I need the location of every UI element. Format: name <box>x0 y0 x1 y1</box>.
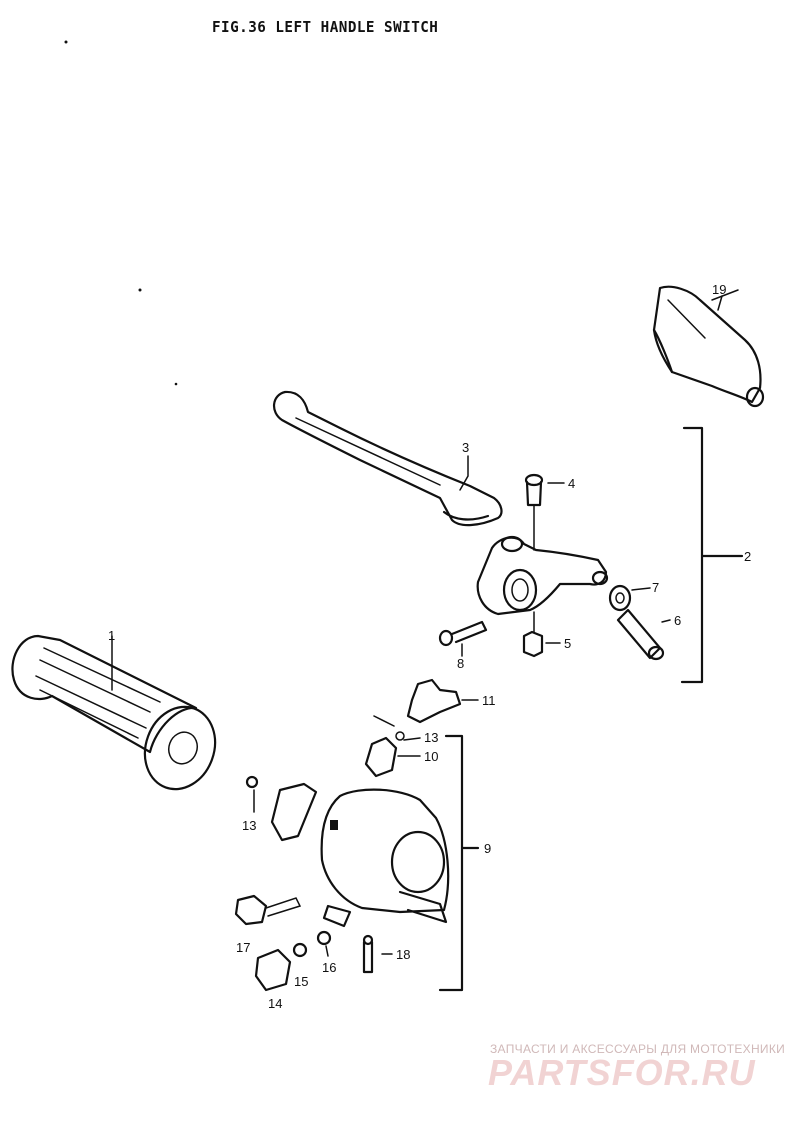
part-8-clamp-screw <box>438 620 488 647</box>
callout-13-upper: 13 <box>424 730 438 745</box>
part-17-connector <box>234 894 302 926</box>
callout-15: 15 <box>294 974 308 989</box>
callout-17: 17 <box>236 940 250 955</box>
watermark-tagline: ЗАПЧАСТИ И АКСЕССУАРЫ ДЛЯ МОТОТЕХНИКИ <box>490 1042 786 1056</box>
callout-2: 2 <box>744 549 751 564</box>
part-5-nut <box>522 611 544 658</box>
part-16-screw <box>316 930 332 957</box>
callout-7: 7 <box>652 580 659 595</box>
bracket-9 <box>438 734 480 992</box>
part-13-screw-upper <box>373 715 405 741</box>
specks <box>64 40 178 386</box>
callout-10: 10 <box>424 749 438 764</box>
callout-8: 8 <box>457 656 464 671</box>
callout-5: 5 <box>564 636 571 651</box>
callout-4: 4 <box>568 476 575 491</box>
part-13-clamp <box>245 775 318 842</box>
figure-title: FIG.36 LEFT HANDLE SWITCH <box>212 18 439 36</box>
part-6-adjuster-bolt <box>616 608 665 661</box>
part-2-lever-holder <box>476 535 609 616</box>
part-11-switch-knob <box>406 678 462 724</box>
callout-13-lower: 13 <box>242 818 256 833</box>
part-15-cap <box>292 942 308 958</box>
part-4-pivot-bolt <box>524 473 544 551</box>
callout-11: 11 <box>482 693 496 708</box>
callout-6: 6 <box>674 613 681 628</box>
callout-14: 14 <box>268 996 282 1011</box>
leader-lines <box>381 295 723 955</box>
part-7-washer <box>608 584 632 612</box>
callout-16: 16 <box>322 960 336 975</box>
callout-19: 19 <box>712 282 726 297</box>
callout-18: 18 <box>396 947 410 962</box>
callout-1: 1 <box>108 628 115 643</box>
bracket-2 <box>680 426 744 684</box>
part-10-switch-knob <box>364 736 398 778</box>
callout-3: 3 <box>462 440 469 455</box>
part-18-screw <box>362 934 374 974</box>
callout-9: 9 <box>484 841 491 856</box>
watermark-logo: PARTSFOR.RU <box>488 1052 756 1093</box>
part-1-grip <box>11 634 217 791</box>
part-3-clutch-lever <box>273 390 503 527</box>
part-9-switch-housing <box>320 788 450 928</box>
part-14-block <box>254 948 292 992</box>
part-19-lever-boot <box>652 285 765 408</box>
